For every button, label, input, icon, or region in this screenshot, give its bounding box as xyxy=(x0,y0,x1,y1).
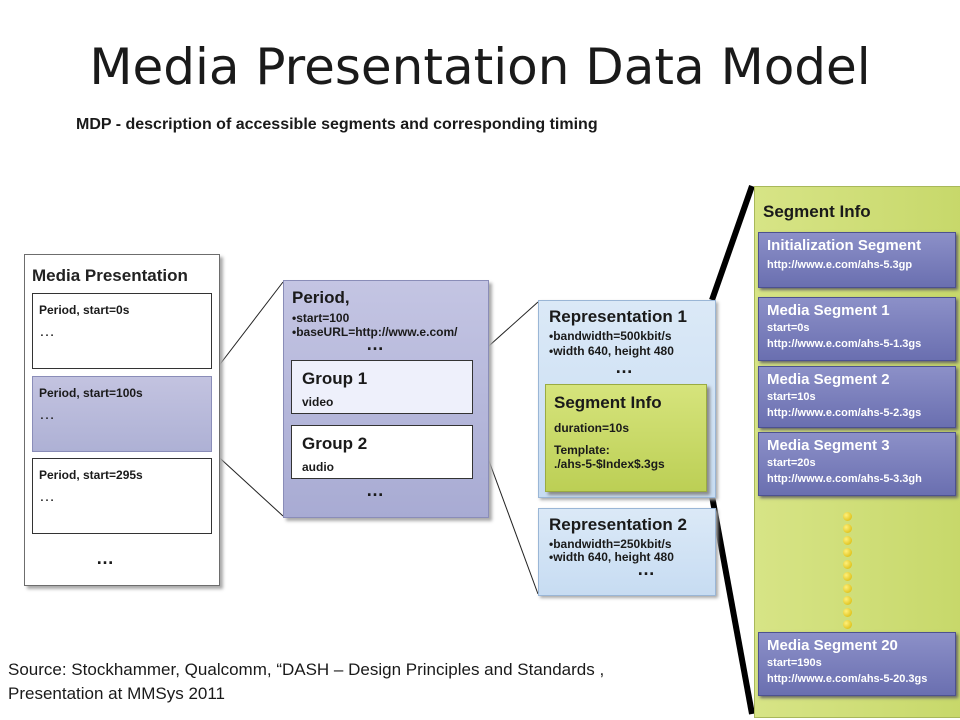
ellipsis-dots-icon xyxy=(843,512,863,632)
period-detail-dots-top: … xyxy=(366,334,386,354)
period-label: Period, start=100s xyxy=(39,386,143,400)
period-dots: … xyxy=(39,488,56,505)
media-segment-2: Media Segment 2 start=10s http://www.e.c… xyxy=(758,366,956,428)
segment-info-small-title: Segment Info xyxy=(554,393,662,412)
group-sub: audio xyxy=(302,460,334,474)
media-segment-3: Media Segment 3 start=20s http://www.e.c… xyxy=(758,432,956,496)
initialization-segment: Initialization Segment http://www.e.com/… xyxy=(758,232,956,288)
segment-line: http://www.e.com/ahs-5.3gp xyxy=(767,259,913,271)
page-title: Media Presentation Data Model xyxy=(89,38,871,96)
segment-info-template-value: ./ahs-5-$Index$.3gs xyxy=(554,457,665,471)
media-presentation-title: Media Presentation xyxy=(32,266,188,285)
representation-box-2: Representation 2 •bandwidth=250kbit/s •w… xyxy=(538,508,716,596)
group-sub: video xyxy=(302,395,334,409)
period-label: Period, start=0s xyxy=(39,303,130,317)
representation-dots: … xyxy=(637,559,657,579)
media-segment-20: Media Segment 20 start=190s http://www.e… xyxy=(758,632,956,696)
page-subtitle: MDP - description of accessible segments… xyxy=(76,116,598,133)
period-label: Period, start=295s xyxy=(39,468,143,482)
representation-line: •bandwidth=250kbit/s xyxy=(549,537,672,551)
segment-title: Media Segment 20 xyxy=(767,637,898,654)
segment-info-title: Segment Info xyxy=(763,202,871,221)
period-detail-line: •baseURL=http://www.e.com/ xyxy=(292,325,458,339)
period-detail-dots-bottom: … xyxy=(366,480,386,500)
group-title: Group 1 xyxy=(302,369,368,388)
segment-info-template-label: Template: xyxy=(554,443,610,457)
segment-line: start=20s xyxy=(767,457,816,469)
segment-line: http://www.e.com/ahs-5-1.3gs xyxy=(767,338,922,350)
connector-period-top xyxy=(210,281,284,377)
segment-info-small: Segment Info duration=10s Template: ./ah… xyxy=(545,384,707,492)
representation-line: •width 640, height 480 xyxy=(549,344,674,358)
segment-info-duration: duration=10s xyxy=(554,421,630,435)
segment-title: Media Segment 1 xyxy=(767,302,890,319)
group-box-1: Group 1 video xyxy=(291,360,473,414)
segment-line: http://www.e.com/ahs-5-3.3gh xyxy=(767,473,922,485)
media-presentation-more: … xyxy=(96,548,116,568)
media-segment-1: Media Segment 1 start=0s http://www.e.co… xyxy=(758,297,956,361)
connector-seginfo-bottom xyxy=(709,495,755,715)
segment-line: http://www.e.com/ahs-5-20.3gs xyxy=(767,673,928,685)
representation-line: •bandwidth=500kbit/s xyxy=(549,329,672,343)
segment-line: start=10s xyxy=(767,391,816,403)
segment-title: Media Segment 2 xyxy=(767,371,890,388)
representation-title: Representation 1 xyxy=(549,307,687,326)
connector-seginfo-top xyxy=(709,185,755,301)
group-box-2: Group 2 audio xyxy=(291,425,473,479)
segment-title: Initialization Segment xyxy=(767,237,922,254)
connector-period-bottom xyxy=(210,449,284,517)
group-title: Group 2 xyxy=(302,434,368,453)
representation-dots: … xyxy=(615,357,635,377)
representation-title: Representation 2 xyxy=(549,515,687,534)
period-box-0: Period, start=0s … xyxy=(32,293,212,369)
period-detail-title: Period, xyxy=(292,288,350,307)
period-dots: … xyxy=(39,406,56,423)
period-box-2: Period, start=295s … xyxy=(32,458,212,534)
source-citation: Source: Stockhammer, Qualcomm, “DASH – D… xyxy=(8,660,605,703)
period-box-1: Period, start=100s … xyxy=(32,376,212,452)
segment-line: start=190s xyxy=(767,657,822,669)
segment-title: Media Segment 3 xyxy=(767,437,890,454)
segment-line: start=0s xyxy=(767,322,810,334)
segment-line: http://www.e.com/ahs-5-2.3gs xyxy=(767,407,922,419)
period-detail-line: •start=100 xyxy=(292,311,350,325)
period-dots: … xyxy=(39,323,56,340)
representation-line: •width 640, height 480 xyxy=(549,550,674,564)
